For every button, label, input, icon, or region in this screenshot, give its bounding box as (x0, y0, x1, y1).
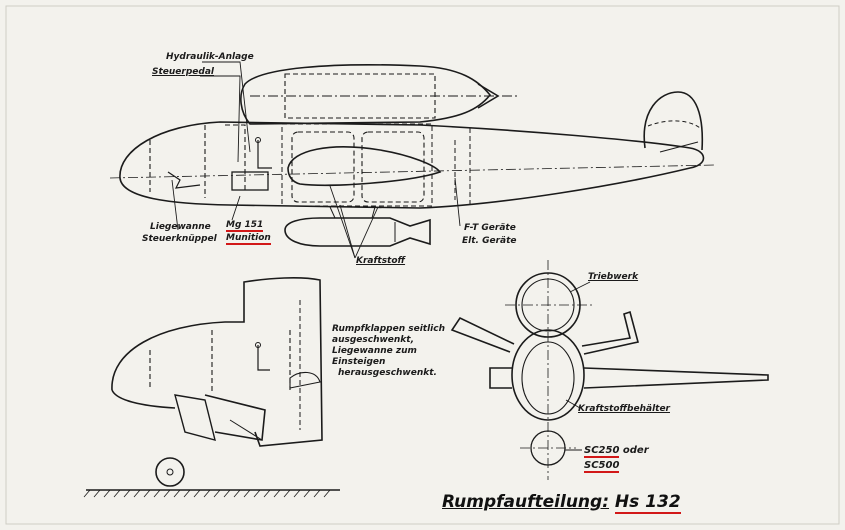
note-line-3: Liegewanne zum Einsteigen (332, 346, 417, 367)
fuselage-outline (119, 121, 705, 209)
title-model: Hs 132 (614, 492, 681, 514)
wing-profile (287, 146, 442, 187)
side-view (109, 61, 716, 259)
label-oder: oder (622, 445, 649, 456)
label-elt-geraete: Elt. Geräte (462, 236, 517, 246)
label-triebwerk: Triebwerk (588, 272, 639, 282)
label-steuerpedal: Steuerpedal (152, 67, 214, 77)
title-prefix: Rumpfaufteilung: (442, 492, 609, 512)
bomb-shape (284, 217, 431, 247)
note-text: Rumpfklappen seitlich ausgeschwenkt, Lie… (332, 324, 472, 379)
drawing-title: Rumpfaufteilung: Hs 132 (442, 492, 681, 514)
label-kraftstoffbehaelter: Kraftstoffbehälter (578, 404, 670, 414)
note-line-4: herausgeschwenkt. (338, 368, 437, 378)
wheel (155, 457, 185, 487)
fuselage-section (511, 329, 585, 421)
note-line-1: Rumpfklappen seitlich (332, 324, 446, 334)
tail-fin (643, 91, 704, 151)
label-munition: Munition (226, 233, 271, 245)
label-sc250: SC250 (584, 445, 620, 458)
label-ft-geraete: F-T Geräte (464, 223, 516, 233)
front-view (450, 260, 769, 480)
label-hydraulik: Hydraulik-Anlage (166, 52, 254, 62)
label-steuerknueppel: Steuerknüppel (142, 234, 217, 244)
label-liegewanne: Liegewanne (150, 222, 211, 232)
label-mg151: Mg 151 (226, 220, 264, 232)
label-sc500: SC500 (584, 460, 620, 473)
note-line-2: ausgeschwenkt, (332, 335, 415, 345)
label-kraftstoff: Kraftstoff (356, 256, 406, 266)
nose-detail-view (83, 277, 340, 498)
